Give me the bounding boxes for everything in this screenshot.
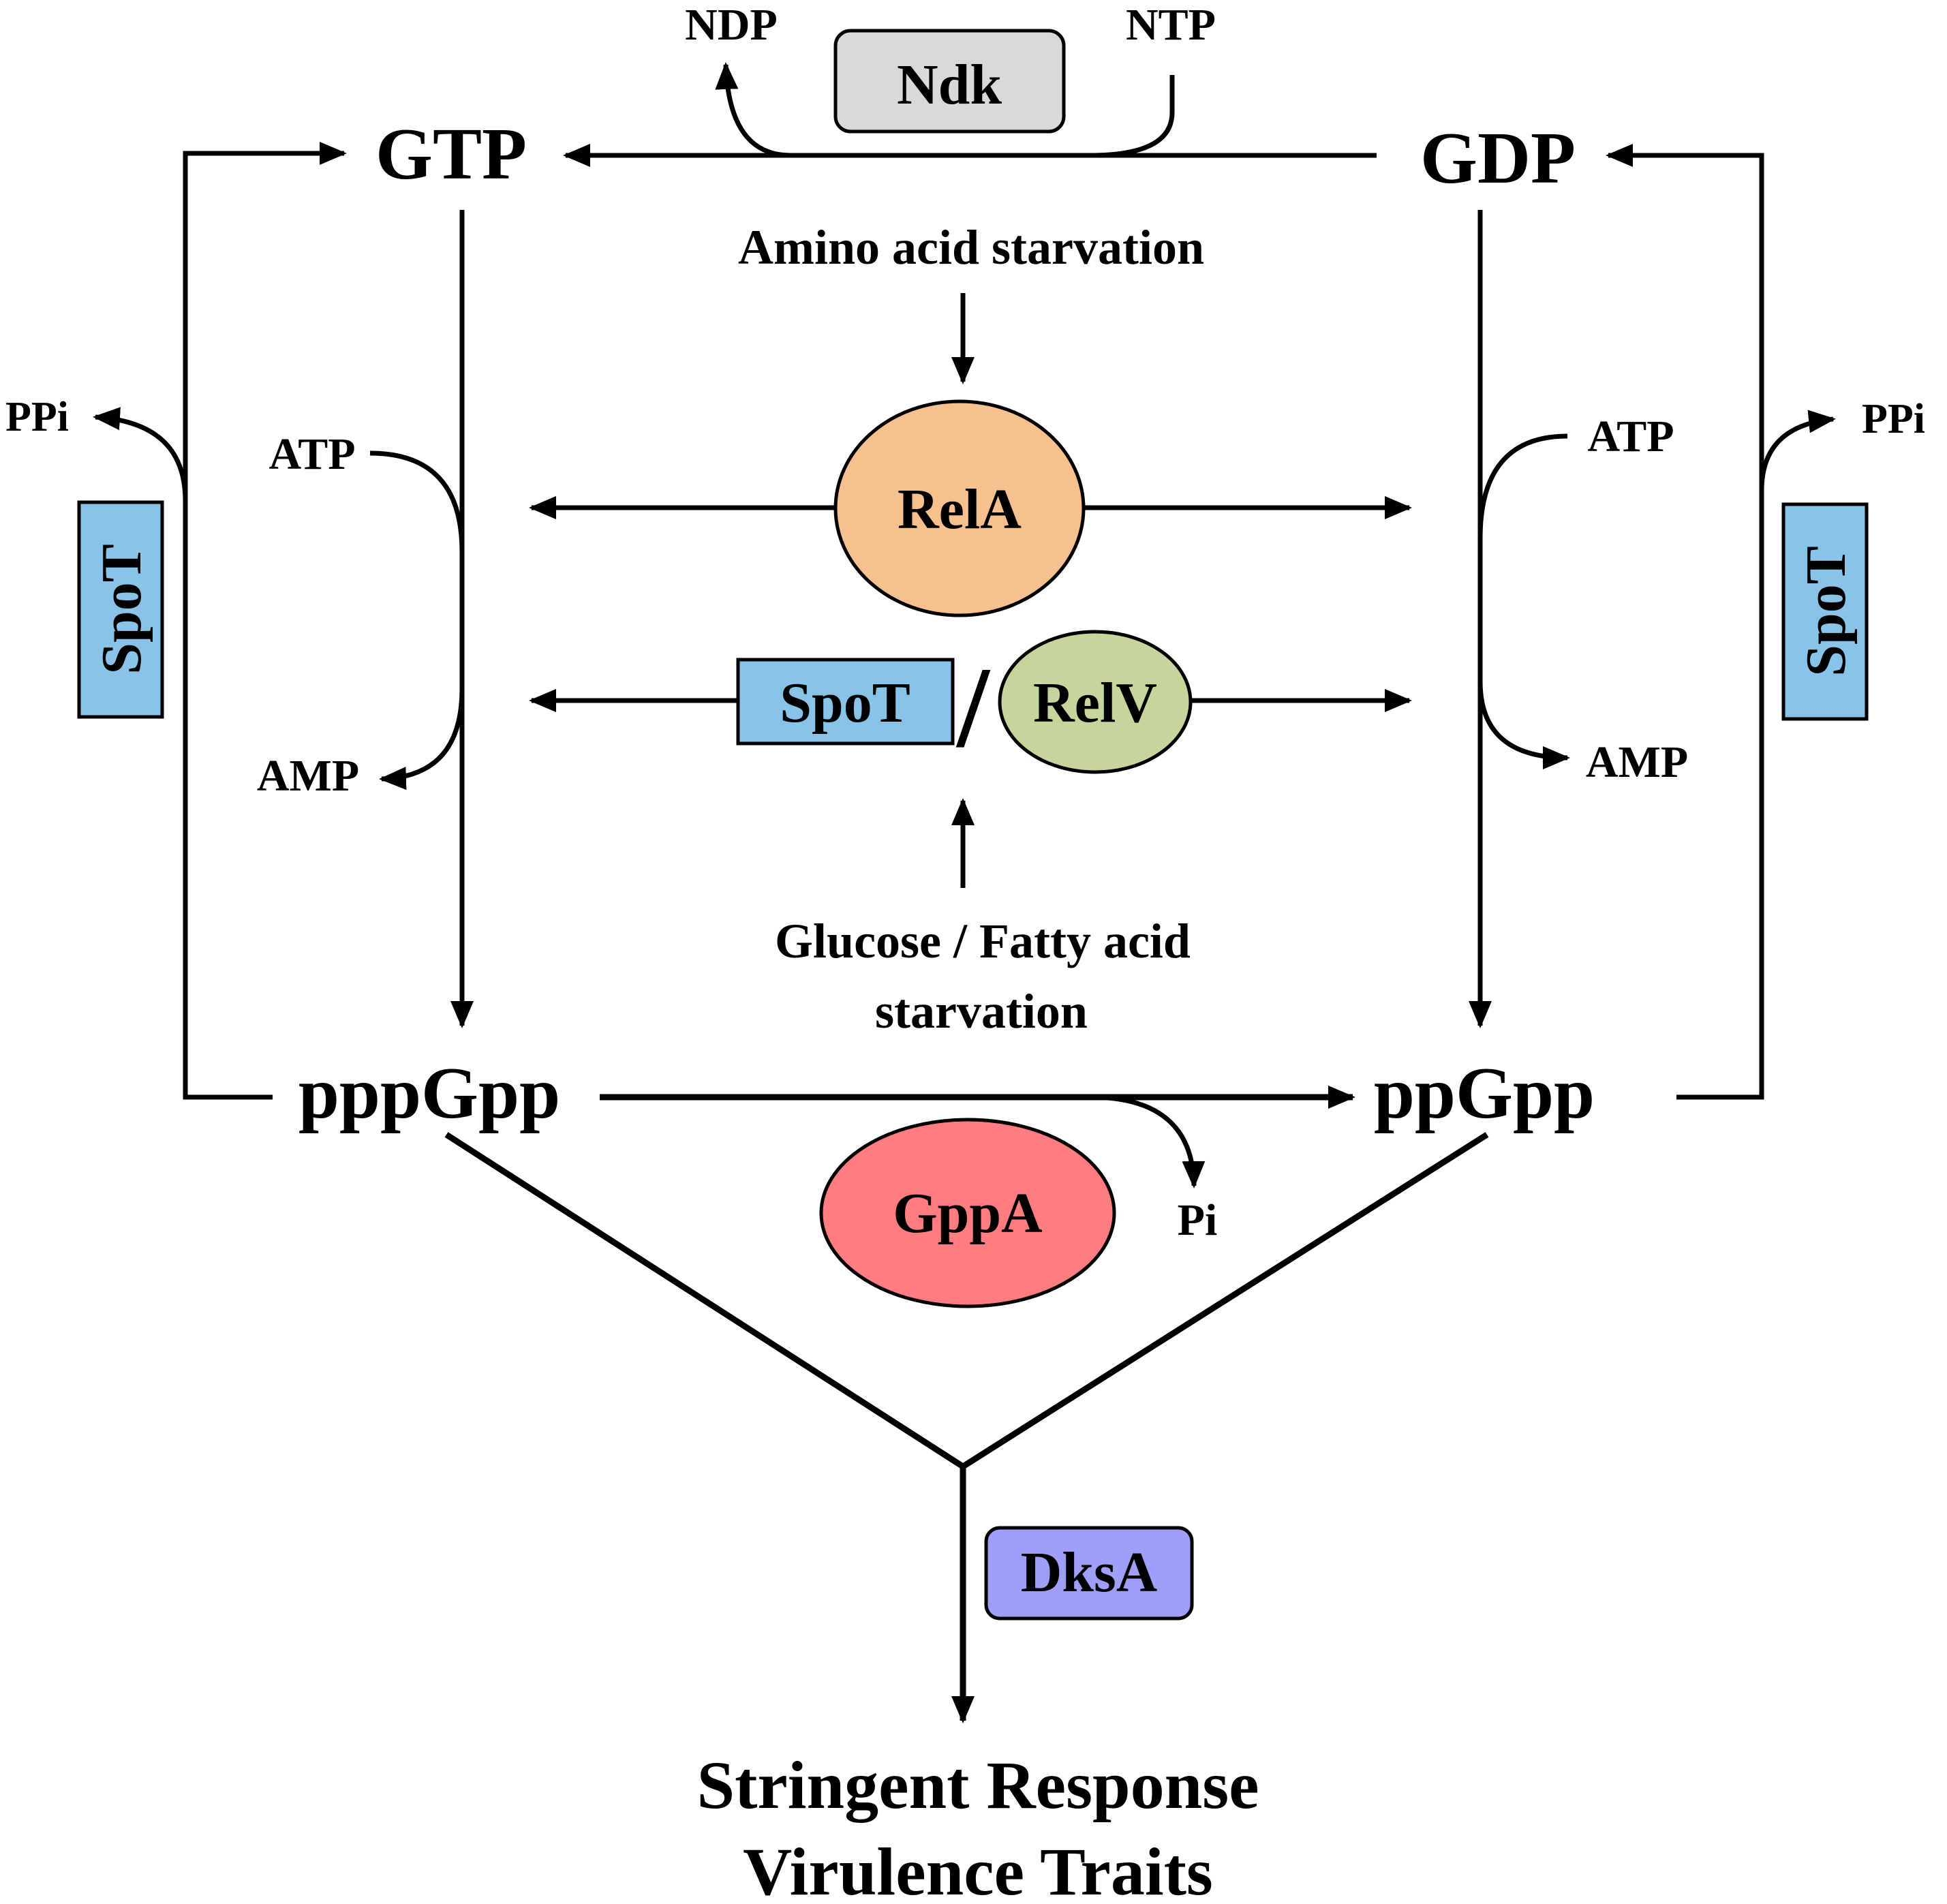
left-amp-curve-arrow bbox=[379, 688, 465, 790]
right-ppi-label: PPi bbox=[1862, 396, 1925, 442]
right-amp-curve-arrow bbox=[1477, 681, 1570, 769]
relv-label: RelV bbox=[1033, 671, 1157, 735]
ndk-label: Ndk bbox=[897, 53, 1002, 117]
right-spot-box bbox=[1781, 502, 1869, 721]
gppa-ellipse bbox=[819, 1118, 1116, 1308]
right-spot-loop-arrow bbox=[1606, 144, 1764, 1100]
ndk-box bbox=[833, 29, 1066, 134]
gppa-label: GppA bbox=[893, 1182, 1043, 1245]
center-spot-label: SpoT bbox=[780, 671, 910, 735]
dksa-box bbox=[984, 1526, 1194, 1621]
right-atp-label: ATP bbox=[1587, 412, 1674, 461]
rela-ellipse bbox=[833, 399, 1086, 617]
left-atp-curve bbox=[369, 450, 465, 553]
right-spot-label: SpoT bbox=[1794, 546, 1858, 676]
amino-acid-starvation-label: Amino acid starvation bbox=[738, 220, 1204, 275]
glucose-starvation-label-line2: starvation bbox=[875, 984, 1088, 1039]
outcome-line1: Stringent Response bbox=[696, 1747, 1259, 1823]
gtp-label: GTP bbox=[375, 114, 527, 195]
relv-ellipse bbox=[998, 630, 1193, 774]
right-amp-label: AMP bbox=[1586, 737, 1688, 787]
pi-label: Pi bbox=[1178, 1195, 1218, 1245]
pi-curve-arrow bbox=[1090, 1094, 1206, 1188]
ndp-curve-arrow bbox=[715, 62, 791, 158]
outcome-line2: Virulence Traits bbox=[743, 1834, 1213, 1904]
ntp-label: NTP bbox=[1126, 0, 1216, 50]
ndp-label: NDP bbox=[685, 0, 778, 50]
left-ppi-curve-arrow bbox=[93, 407, 188, 502]
ntp-curve bbox=[1090, 75, 1175, 158]
left-spot-box bbox=[77, 500, 164, 719]
pppgpp-label: pppGpp bbox=[298, 1053, 560, 1134]
right-atp-curve bbox=[1477, 433, 1568, 539]
left-spot-loop-arrow bbox=[183, 142, 347, 1100]
center-spot-box bbox=[736, 658, 955, 746]
right-ppi-curve-arrow bbox=[1759, 410, 1836, 491]
separator-slash: / bbox=[955, 643, 990, 771]
ppgpp-label: ppGpp bbox=[1374, 1053, 1595, 1134]
dksa-label: DksA bbox=[1021, 1541, 1158, 1604]
left-spot-label: SpoT bbox=[90, 544, 153, 674]
glucose-starvation-label-line1: Glucose / Fatty acid bbox=[775, 914, 1191, 968]
rela-label: RelA bbox=[898, 478, 1022, 541]
gdp-label: GDP bbox=[1420, 118, 1576, 199]
left-amp-label: AMP bbox=[257, 751, 359, 801]
left-atp-label: ATP bbox=[269, 429, 355, 479]
left-ppi-label: PPi bbox=[5, 394, 69, 440]
